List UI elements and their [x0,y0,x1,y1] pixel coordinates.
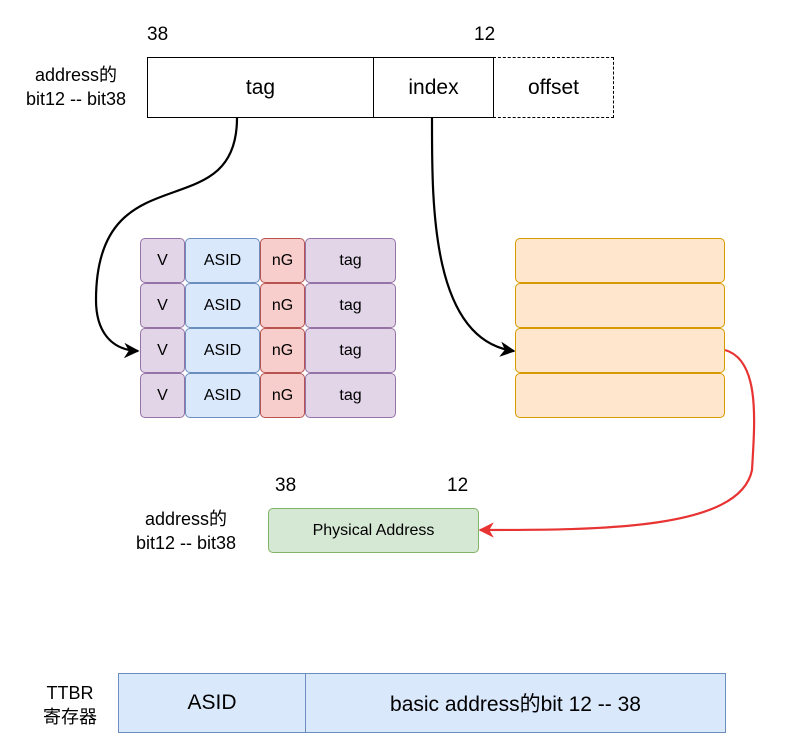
va-offset-field: offset [493,57,614,118]
pa-caption-line2: bit12 -- bit38 [135,533,237,553]
translation-entry-slot [515,283,725,328]
pa-bit-low-label: 12 [447,475,469,496]
ttbr-caption: TTBR 寄存器 [30,681,110,729]
tlb-asid-cell: ASID [185,328,260,373]
tag-lookup-arrow [94,117,239,359]
tlb-v-cell: V [140,328,185,373]
tlb-asid-cell: ASID [185,283,260,328]
tlb-asid-cell: ASID [185,373,260,418]
top-bit-low-label: 12 [474,24,496,45]
ttbr-base-field: basic address的bit 12 -- 38 [305,673,726,733]
pa-caption-line1: address的 [144,509,228,529]
ttbr-name-line2: 寄存器 [43,707,97,727]
tlb-tag-cell: tag [305,328,396,373]
physical-address-box: Physical Address [268,508,479,553]
tlb-ng-cell: nG [260,283,305,328]
va-index-field: index [373,57,494,118]
tlb-tag-cell: tag [305,283,396,328]
top-address-caption: address的 bit12 -- bit38 [14,63,138,111]
tlb-v-cell: V [140,283,185,328]
top-caption-line2: bit12 -- bit38 [25,89,127,109]
tlb-tag-cell: tag [305,238,396,283]
va-tag-field: tag [147,57,374,118]
pa-bit-high-label: 38 [275,475,297,496]
pa-address-caption: address的 bit12 -- bit38 [124,507,248,555]
top-caption-line1: address的 [34,65,118,85]
hit-to-physical-arrow [478,348,756,538]
translation-entry-slot [515,328,725,373]
ttbr-name-line1: TTBR [46,683,94,703]
tlb-ng-cell: nG [260,328,305,373]
tlb-ng-cell: nG [260,238,305,283]
translation-entry-slot [515,373,725,418]
tlb-v-cell: V [140,238,185,283]
index-lookup-arrow [430,117,516,357]
ttbr-asid-field: ASID [118,673,306,733]
tlb-v-cell: V [140,373,185,418]
tlb-tag-cell: tag [305,373,396,418]
tlb-ng-cell: nG [260,373,305,418]
tlb-asid-cell: ASID [185,238,260,283]
translation-entry-slot [515,238,725,283]
top-bit-high-label: 38 [147,24,169,45]
